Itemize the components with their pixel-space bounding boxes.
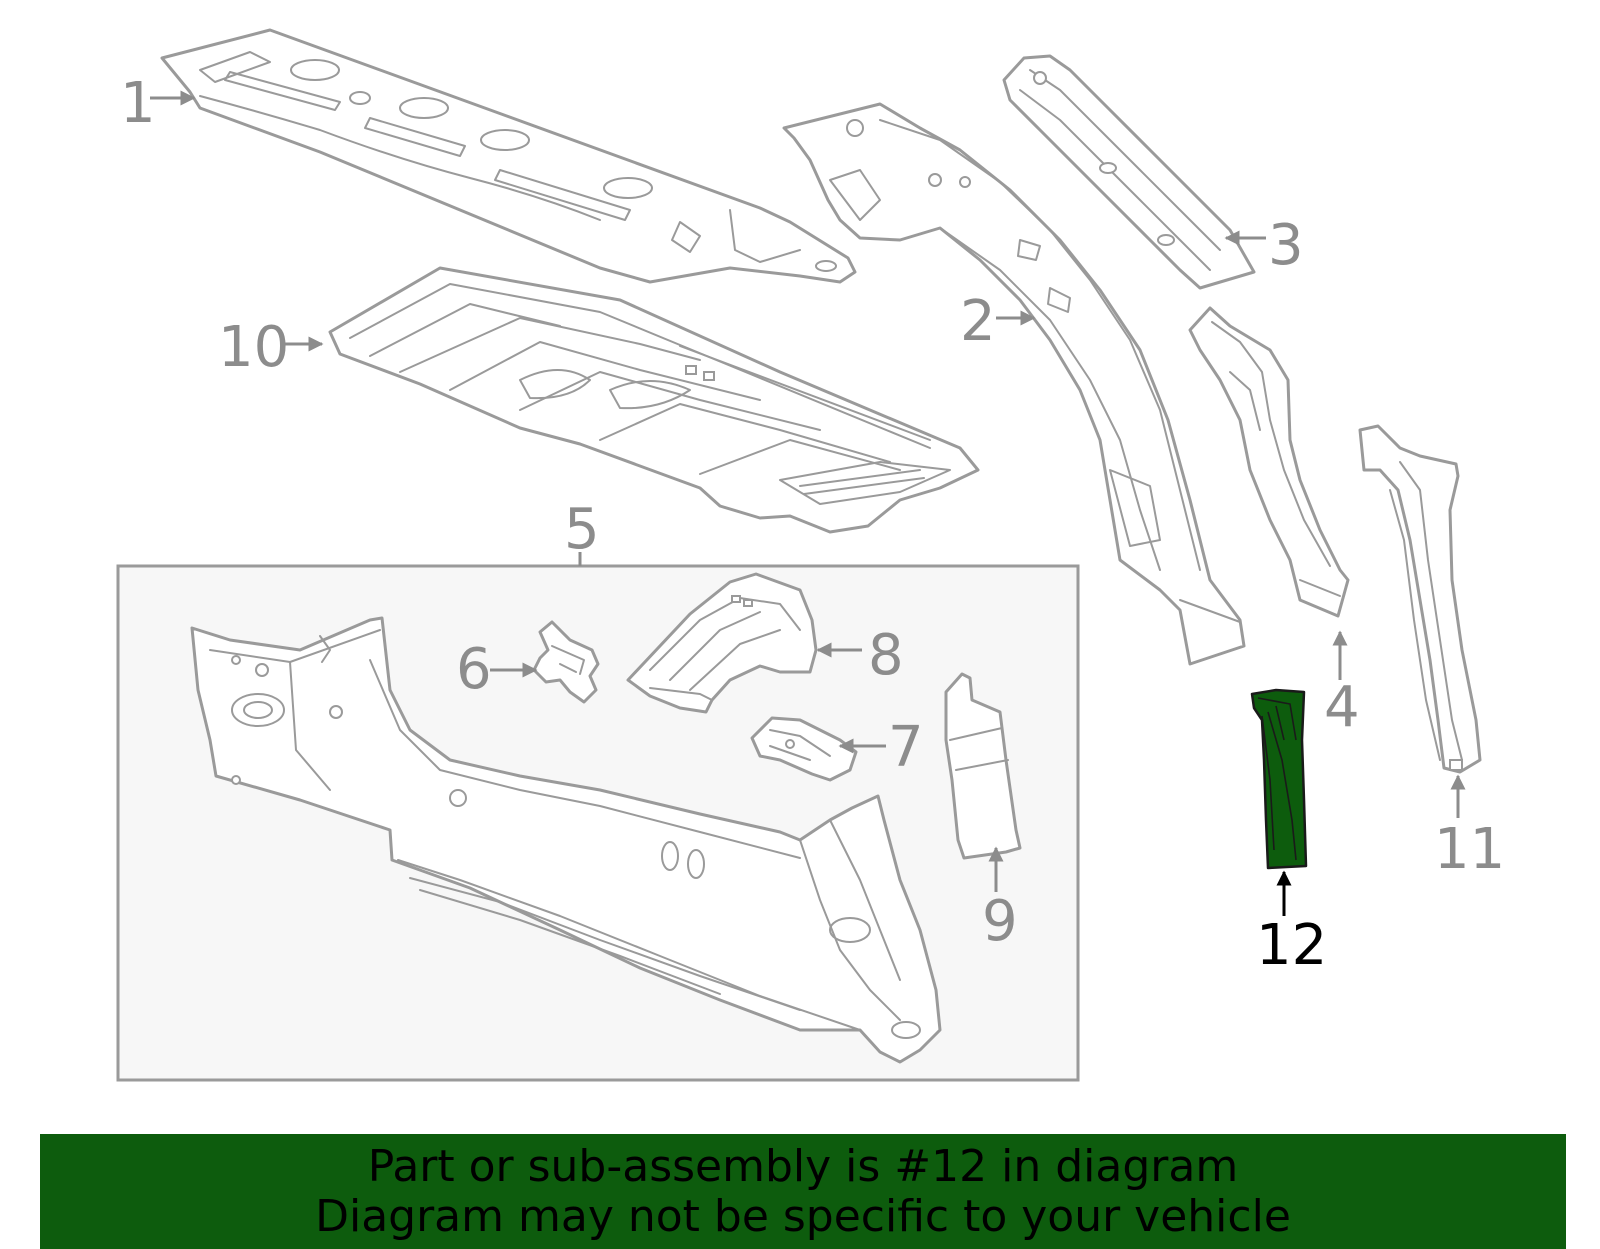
svg-text:11: 11: [1434, 817, 1505, 882]
callout-6: 6: [456, 637, 538, 702]
callout-9: 9: [982, 846, 1018, 954]
callout-3: 3: [1224, 213, 1304, 278]
part-6-clip[interactable]: [532, 620, 600, 704]
svg-text:6: 6: [456, 637, 492, 702]
callout-11: 11: [1434, 774, 1505, 882]
callout-4: 4: [1324, 630, 1360, 740]
callout-8: 8: [816, 623, 904, 688]
svg-text:3: 3: [1268, 213, 1304, 278]
part-1-rear-header-panel[interactable]: [160, 28, 857, 284]
part-10-package-shelf-panel[interactable]: [328, 266, 980, 534]
info-banner: Part or sub-assembly is #12 in diagram D…: [40, 1134, 1566, 1249]
part-9-panel[interactable]: [944, 672, 1022, 860]
callout-5: 5: [564, 497, 600, 562]
callout-12: 12: [1256, 870, 1327, 978]
svg-text:5: 5: [564, 497, 600, 562]
part-3-pillar-reinforcement[interactable]: [1002, 54, 1256, 290]
svg-text:7: 7: [888, 715, 924, 780]
banner-line-1: Part or sub-assembly is #12 in diagram: [367, 1141, 1239, 1192]
part-8-wheelhouse-bracket[interactable]: [626, 572, 818, 714]
svg-text:1: 1: [120, 71, 156, 136]
svg-text:4: 4: [1324, 675, 1360, 740]
svg-text:12: 12: [1256, 913, 1327, 978]
callout-2: 2: [960, 289, 1036, 354]
callout-7: 7: [838, 715, 924, 780]
part-5-rear-lower-panel[interactable]: [190, 616, 942, 1064]
part-7-bracket[interactable]: [750, 716, 858, 782]
callout-10: 10: [218, 315, 324, 380]
callout-1: 1: [120, 71, 196, 136]
part-2-quarter-inner-pillar[interactable]: [782, 102, 1246, 666]
part-4-lower-pillar-reinforcement[interactable]: [1188, 306, 1350, 618]
banner-line-2: Diagram may not be specific to your vehi…: [315, 1191, 1291, 1242]
svg-text:9: 9: [982, 889, 1018, 954]
svg-text:10: 10: [218, 315, 289, 380]
part-12-highlighted[interactable]: [1250, 688, 1308, 870]
svg-text:8: 8: [868, 623, 904, 688]
svg-text:2: 2: [960, 289, 996, 354]
part-11-rear-pillar-trim[interactable]: [1358, 424, 1482, 774]
